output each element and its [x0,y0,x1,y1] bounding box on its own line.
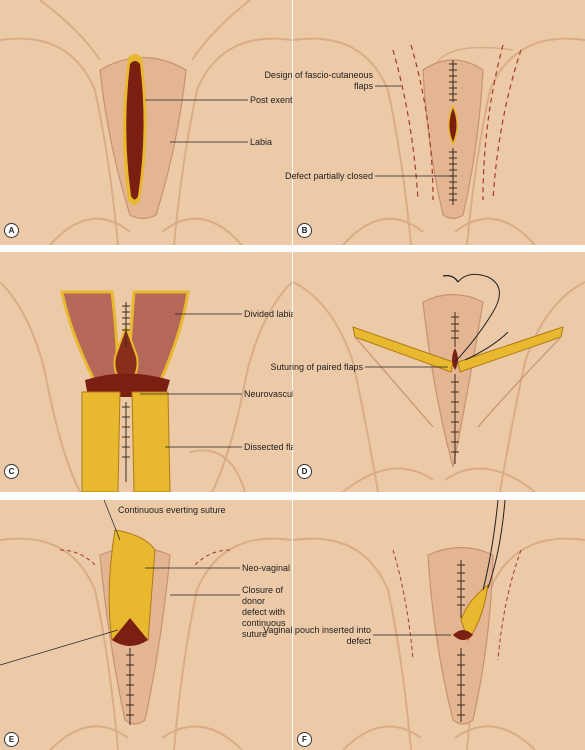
label-labia: Labia [250,137,273,147]
panel-b-illustration [293,0,585,245]
panel-b: Design of fascio-cutaneous flaps Defect … [264,0,585,245]
panel-d: Suturing of paired flaps D [270,252,585,492]
panel-c-badge: C [4,464,19,479]
label-divided-labia: Divided labia [244,309,296,319]
panel-f-illustration [293,500,585,750]
panel-b-badge: B [297,223,312,238]
label-closure-of-donor-defect: Closure of donor defect with continuous … [242,585,286,639]
panel-d-illustration [293,252,585,492]
panel-c: Divided labia Neurovascular bundle Disse… [0,252,332,492]
label-vaginal-pouch-inserted: Vaginal pouch inserted into defect [263,625,371,646]
panel-e-illustration [0,500,292,750]
label-dissected-flaps: Dissected flaps [244,442,306,452]
panel-a-illustration [0,0,292,245]
label-defect-partially-closed: Defect partially closed [284,171,373,181]
panel-a: Post exenteration defect Labia A [0,0,347,245]
label-continuous-everting-suture: Continuous everting suture [118,505,226,515]
label-suturing-of-paired-flaps: Suturing of paired flaps [270,362,363,372]
label-design-of-flaps: Design of fascio-cutaneous flaps [264,70,373,91]
panel-d-badge: D [297,464,312,479]
label-neo-vaginal-pouch: Neo-vaginal pouch [242,563,318,573]
panel-f-badge: F [297,732,312,747]
panel-e: Continuous everting suture Neo-vaginal p… [0,500,317,750]
panel-a-badge: A [4,223,19,238]
panel-f: Vaginal pouch inserted into defect F [263,500,585,750]
panel-c-illustration [0,252,292,492]
label-neurovascular-bundle: Neurovascular bundle [244,389,332,399]
panel-e-badge: E [4,732,19,747]
